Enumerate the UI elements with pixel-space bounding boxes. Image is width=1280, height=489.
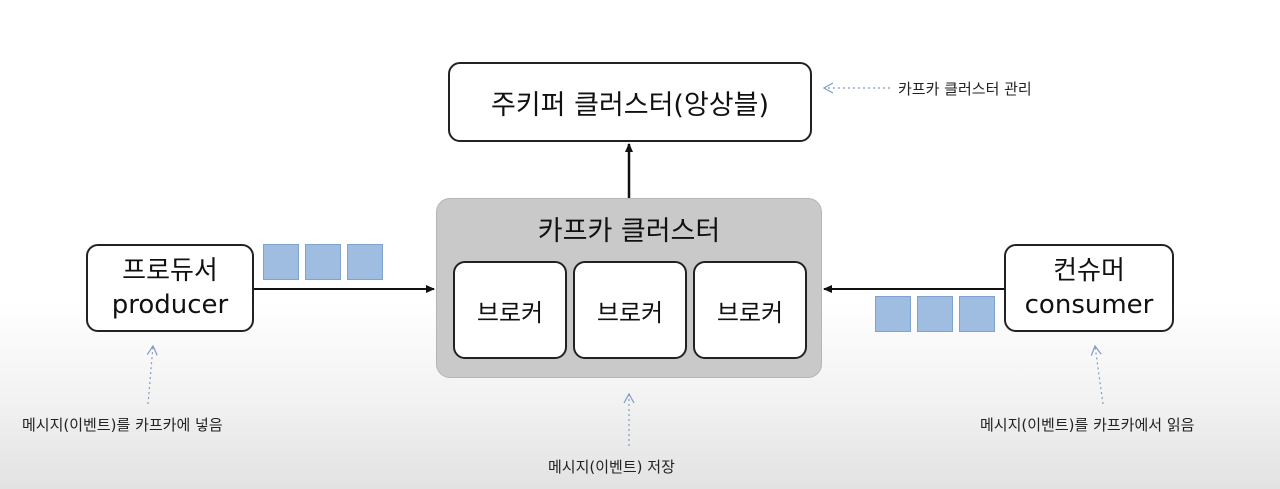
broker-box: 브로커	[693, 261, 807, 359]
producer-box: 프로듀서 producer	[86, 244, 254, 332]
broker-box: 브로커	[573, 261, 687, 359]
message-block	[917, 296, 953, 332]
zookeeper-note: 카프카 클러스터 관리	[898, 80, 1032, 98]
kafka-cluster-box: 카프카 클러스터 브로커 브로커 브로커	[436, 198, 822, 378]
consumer-label-en: consumer	[1024, 290, 1154, 320]
message-block	[959, 296, 995, 332]
message-block	[347, 244, 383, 280]
consumer-note-arrow	[1090, 344, 1104, 405]
consumer-label-ko: 컨슈머	[1053, 256, 1125, 286]
zookeeper-cluster-box: 주키퍼 클러스터(앙상블)	[448, 62, 812, 142]
broker-box: 브로커	[453, 261, 567, 359]
consumer-note: 메시지(이벤트)를 카프카에서 읽음	[980, 416, 1195, 434]
producer-note-arrow	[146, 344, 158, 405]
broker-label: 브로커	[716, 298, 784, 327]
producer-label-ko: 프로듀서	[122, 256, 218, 286]
kafka-note: 메시지(이벤트) 저장	[548, 458, 675, 476]
message-block	[263, 244, 299, 280]
broker-label: 브로커	[596, 298, 664, 327]
producer-note: 메시지(이벤트)를 카프카에 넣음	[22, 416, 223, 434]
broker-label: 브로커	[476, 298, 544, 327]
consumer-box: 컨슈머 consumer	[1004, 244, 1174, 332]
message-block	[875, 296, 911, 332]
zookeeper-cluster-label: 주키퍼 클러스터(앙상블)	[490, 89, 770, 121]
kafka-cluster-title: 카프카 클러스터	[537, 216, 721, 247]
message-block	[305, 244, 341, 280]
producer-label-en: producer	[111, 290, 229, 320]
